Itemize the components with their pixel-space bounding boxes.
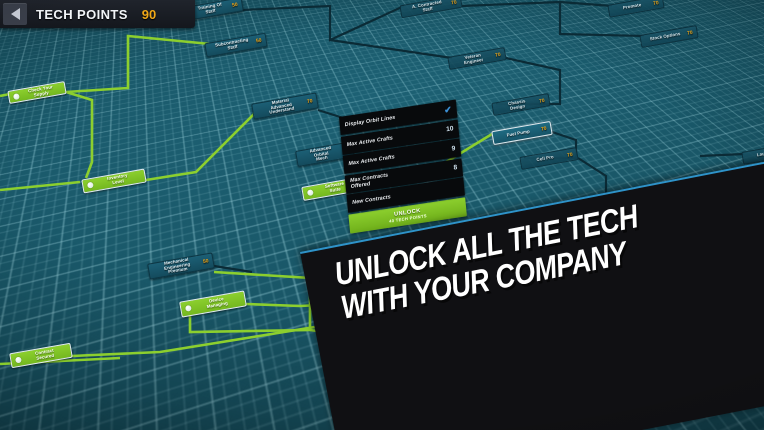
tech-node-cost: 50 xyxy=(202,258,210,266)
back-button[interactable] xyxy=(3,3,27,25)
tech-node-cost: 70 xyxy=(538,97,546,105)
tech-node-label: Cell Pro xyxy=(536,154,555,163)
tech-node-cost: 50 xyxy=(255,37,263,45)
tech-points-value: 90 xyxy=(141,6,157,22)
tech-node-label: Stock Options xyxy=(649,31,681,42)
back-arrow-icon xyxy=(10,8,20,20)
tech-node-icon xyxy=(12,92,20,100)
panel-row-value: 10 xyxy=(445,125,454,134)
tech-node-icon xyxy=(14,356,22,363)
panel-row-label: Max Contracts Offered xyxy=(349,172,389,190)
tech-node-label: Promote xyxy=(622,2,642,11)
panel-row-value: 9 xyxy=(451,144,456,153)
tech-node-icon xyxy=(184,304,192,312)
checkmark-icon[interactable]: ✔ xyxy=(443,103,453,115)
tech-node-icon xyxy=(86,181,94,189)
top-bar: TECH POINTS 90 xyxy=(0,0,195,28)
tech-node-label: Fuel Pump xyxy=(506,128,531,138)
panel-row-label: Max Active Crafts xyxy=(346,134,394,148)
tech-node-label: Launch xyxy=(756,149,764,158)
tech-node-cost: 70 xyxy=(306,98,314,106)
panel-row-label: Display Orbit Lines xyxy=(344,114,396,129)
tech-node-cost: 70 xyxy=(540,125,548,133)
tech-node-cost: 70 xyxy=(652,0,660,7)
tech-node-cost: 50 xyxy=(231,1,239,9)
panel-row-label: Max Active Crafts xyxy=(348,154,396,168)
tech-node-icon xyxy=(306,189,314,197)
panel-row-label: New Contracts xyxy=(352,194,392,207)
panel-row-value: 8 xyxy=(453,164,458,172)
tech-node-cost: 70 xyxy=(686,29,694,37)
tech-node-cost: 70 xyxy=(494,51,502,59)
tech-node-cost: 70 xyxy=(566,151,574,159)
tech-points-label: TECH POINTS xyxy=(36,6,128,22)
tech-node-cost: 70 xyxy=(450,0,458,6)
